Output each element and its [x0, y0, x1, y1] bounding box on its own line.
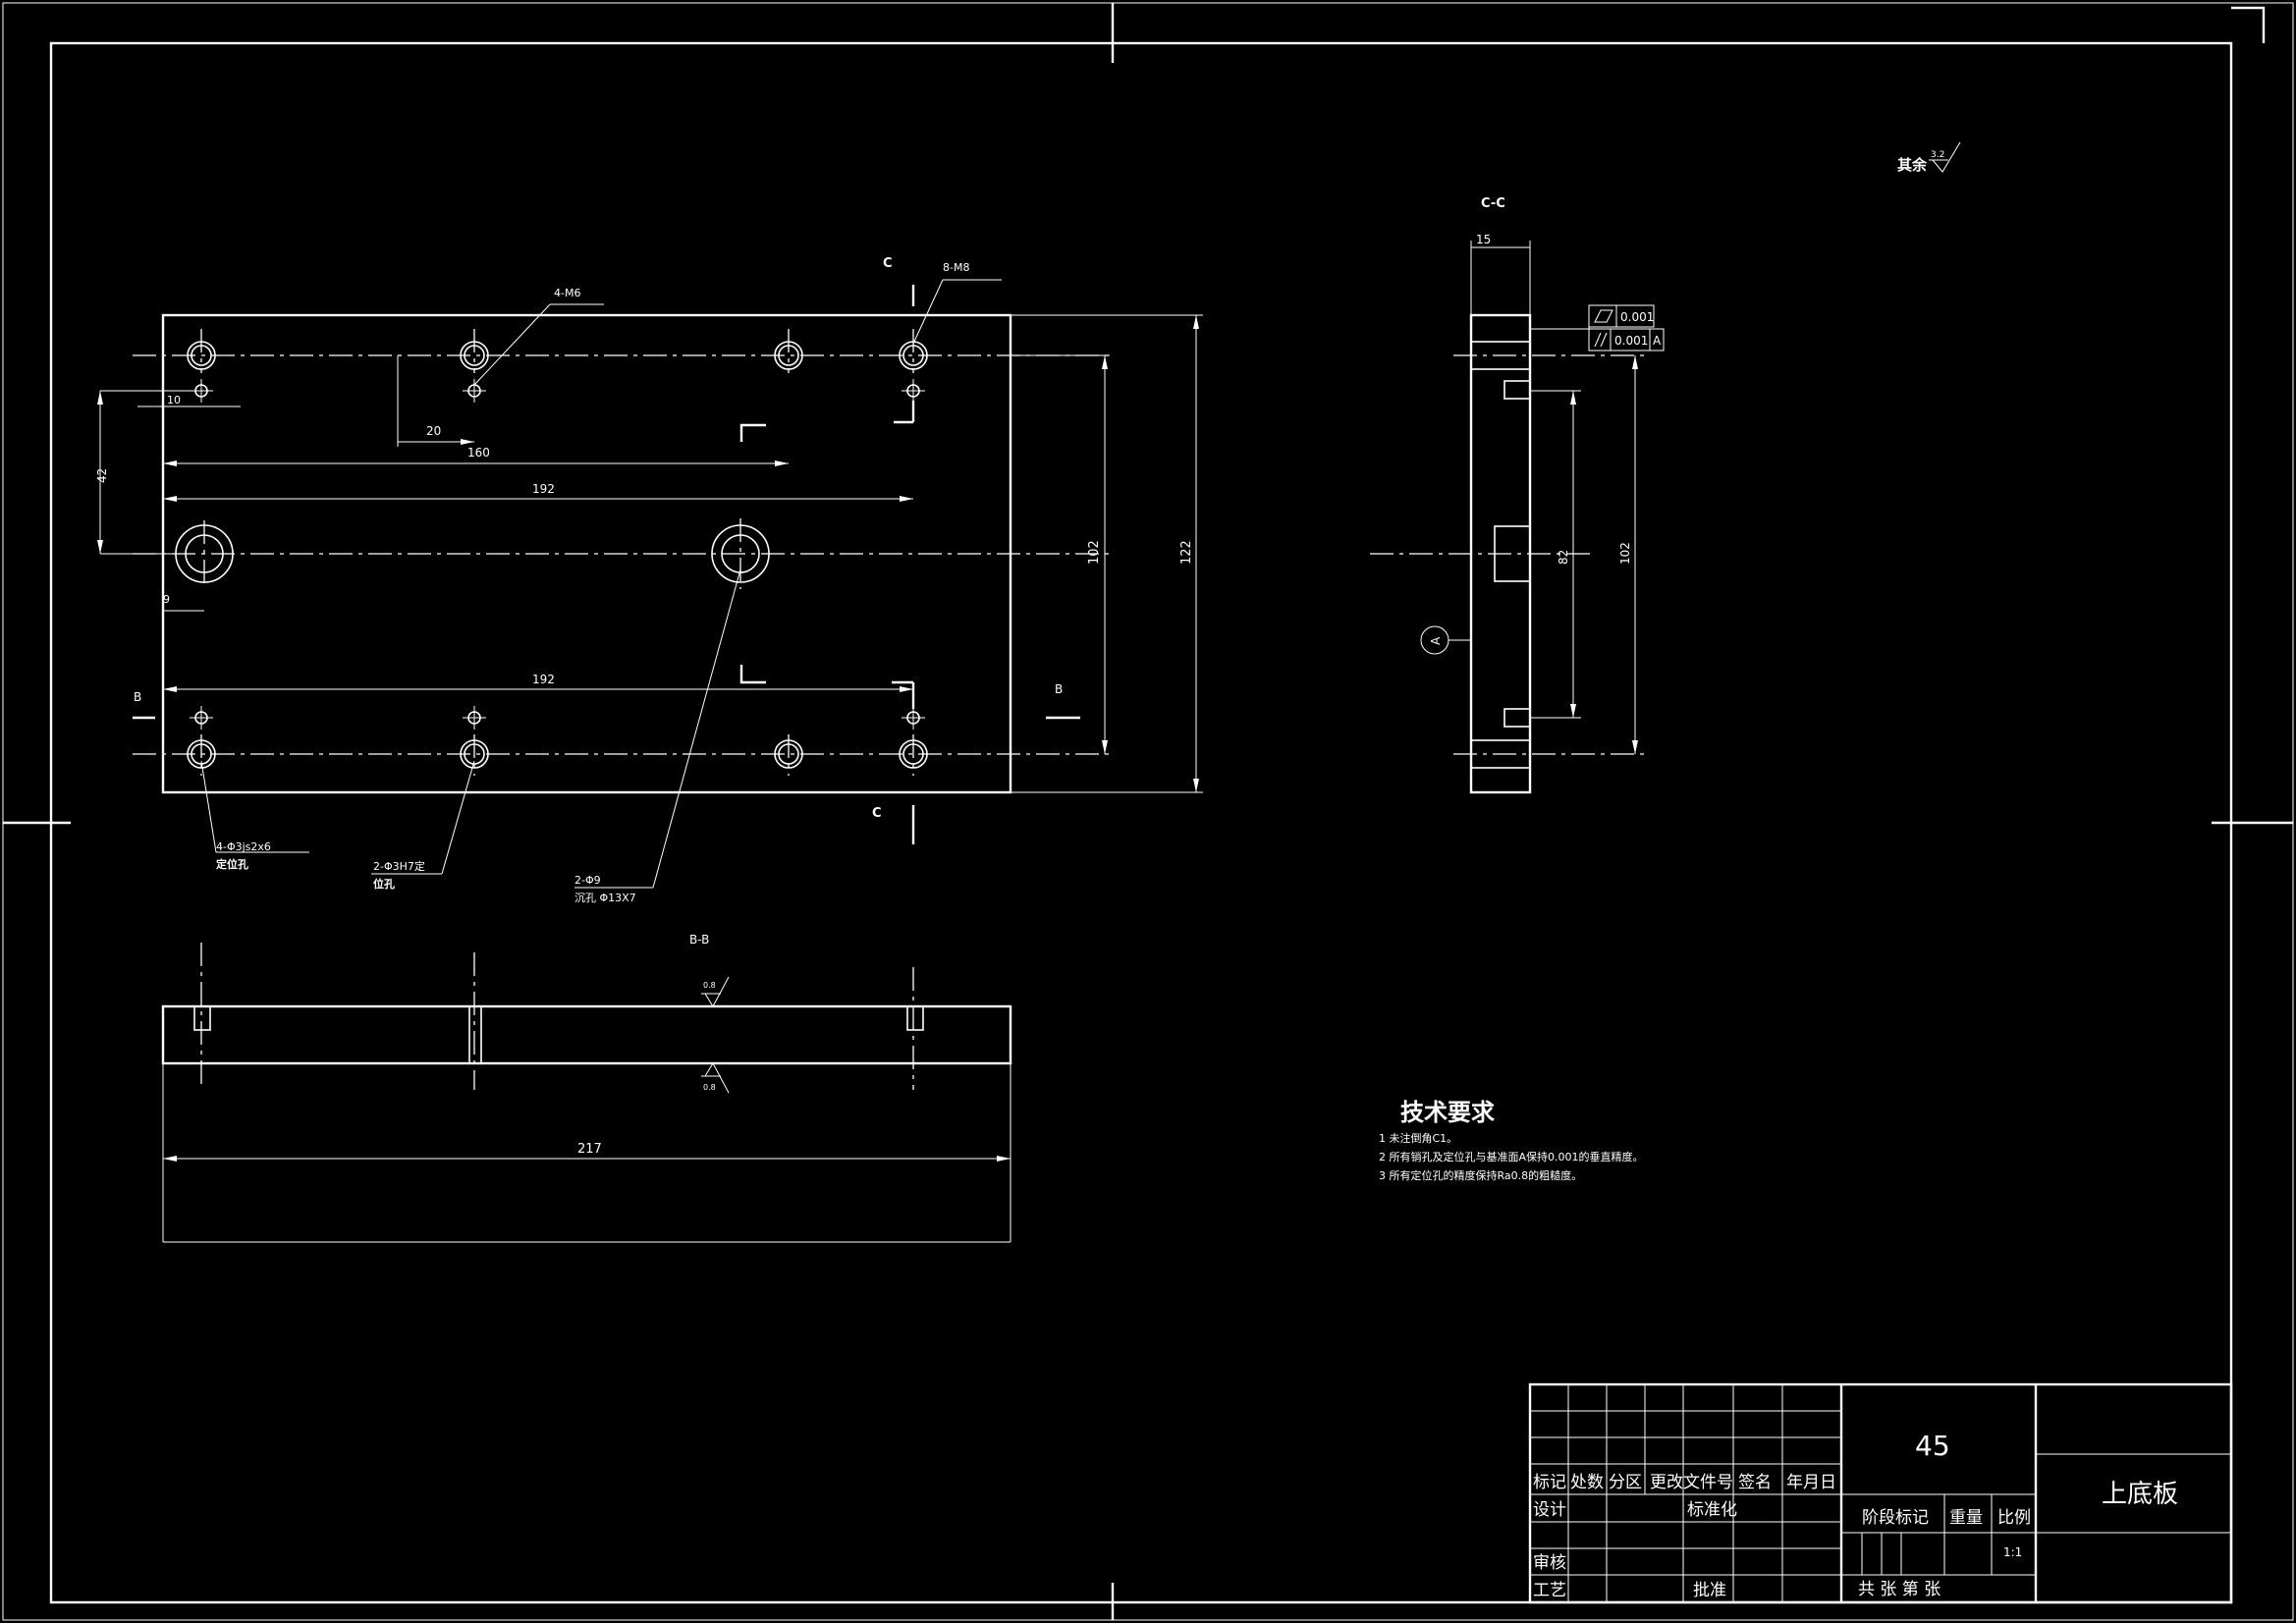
section-cc-view: C-C 15 82 102 0.001	[1370, 196, 1665, 794]
parallel-icon	[1594, 332, 1602, 348]
tech-requirement-item: 2 所有销孔及定位孔与基准面A保持0.001的垂直精度。	[1379, 1150, 1644, 1163]
pin-hole	[190, 706, 213, 730]
callout-pin-hole-label: 位孔	[373, 877, 395, 891]
section-bb-hatched	[161, 1004, 1012, 1065]
m8-hole	[899, 739, 928, 769]
dim-82: 82	[1557, 550, 1570, 565]
tb-sheet-info: 共 张 第 张	[1858, 1580, 1941, 1599]
tb-scale-value: 1:1	[2003, 1545, 2022, 1559]
plan-view: C C B B 160 192 192 20 10 9	[95, 256, 1203, 904]
dim-42: 42	[95, 468, 109, 483]
tb-part-name: 上底板	[2102, 1480, 2178, 1509]
tb-design: 设计	[1533, 1500, 1566, 1520]
dim-122: 122	[1179, 540, 1194, 565]
m8-hole	[774, 341, 803, 370]
tb-header-date: 年月日	[1786, 1473, 1836, 1492]
tb-approve: 批准	[1693, 1581, 1726, 1600]
tb-header-change-doc: 更改文件号	[1650, 1473, 1733, 1492]
tb-scale-label: 比例	[1997, 1508, 2031, 1528]
callout-locating-pin: 4-Φ3js2x6	[216, 840, 271, 853]
parallelism-frame: 0.001 A	[1588, 328, 1665, 352]
dim-160: 160	[467, 446, 490, 460]
dim-102-section: 102	[1618, 542, 1632, 565]
dim-102-main: 102	[1087, 540, 1102, 565]
cut-marker-b: B	[134, 690, 141, 704]
tb-header-zone: 分区	[1609, 1473, 1642, 1492]
tb-standardize: 标准化	[1687, 1500, 1737, 1520]
parallelism-value: 0.001	[1614, 334, 1648, 348]
flatness-frame: 0.001	[1588, 304, 1655, 328]
section-bb-title: B-B	[689, 933, 709, 947]
m8-hole	[187, 341, 216, 370]
callout-m8: 8-M8	[943, 261, 969, 274]
tech-requirement-item: 1 未注倒角C1。	[1379, 1131, 1457, 1145]
m8-hole	[460, 739, 489, 769]
roughness-bottom: 0.8	[703, 1083, 716, 1092]
tech-requirements: 技术要求 1 未注倒角C1。 2 所有销孔及定位孔与基准面A保持0.001的垂直…	[1379, 1099, 1644, 1182]
dim-20: 20	[426, 424, 441, 438]
datum-a-symbol: A	[1420, 625, 1471, 655]
pin-hole	[902, 706, 925, 730]
pin-hole	[902, 379, 925, 403]
dim-217: 217	[577, 1142, 602, 1157]
flatness-value: 0.001	[1620, 310, 1654, 324]
tb-stage-mark: 阶段标记	[1862, 1508, 1929, 1528]
tech-requirement-item: 3 所有定位孔的精度保持Ra0.8的粗糙度。	[1379, 1168, 1582, 1182]
callout-pin-hole: 2-Φ3H7定	[373, 859, 425, 873]
title-block: 标记 处数 分区 更改文件号 签名 年月日 设计 标准化 审核 工艺 批准 45…	[1528, 1382, 2233, 1604]
m8-hole	[774, 739, 803, 769]
section-bb-view: B-B 0.8 0.8 217	[161, 933, 1012, 1243]
dim-192-top: 192	[532, 482, 555, 496]
svg-text:A: A	[1429, 636, 1443, 645]
tb-header-signature: 签名	[1738, 1473, 1772, 1492]
roughness-top: 0.8	[703, 981, 716, 990]
roughness-note-value: 3.2	[1931, 150, 1944, 160]
dim-192-bottom: 192	[532, 673, 555, 686]
cut-marker-c: C	[872, 806, 882, 821]
tb-material: 45	[1915, 1430, 1950, 1462]
dim-15: 15	[1476, 233, 1491, 246]
tb-weight: 重量	[1949, 1508, 1983, 1528]
cut-marker-c: C	[883, 256, 893, 271]
tb-review: 审核	[1533, 1553, 1566, 1573]
cut-marker-b: B	[1055, 682, 1063, 696]
dim-9: 9	[163, 593, 170, 606]
callout-m6: 4-M6	[554, 287, 580, 299]
callout-bolt-hole-label: 沉孔 Φ13X7	[574, 892, 636, 904]
pin-hole	[463, 706, 486, 730]
tb-header-count: 处数	[1570, 1473, 1604, 1492]
pin-hole	[463, 379, 486, 403]
parallelism-datum: A	[1653, 334, 1662, 348]
tb-process: 工艺	[1533, 1581, 1566, 1600]
callout-locating-pin-label: 定位孔	[216, 857, 248, 871]
counterbore-hole	[711, 524, 770, 583]
m8-hole	[899, 341, 928, 370]
tech-requirements-title: 技术要求	[1400, 1099, 1495, 1126]
tb-header-mark: 标记	[1533, 1473, 1566, 1492]
roughness-note: 其余 3.2	[1897, 141, 1961, 174]
roughness-note-label: 其余	[1897, 156, 1928, 174]
section-cc-title: C-C	[1481, 196, 1505, 211]
dim-10: 10	[167, 394, 181, 406]
m8-hole	[460, 341, 489, 370]
callout-bolt-hole: 2-Φ9	[574, 874, 601, 887]
flatness-icon	[1594, 309, 1613, 323]
